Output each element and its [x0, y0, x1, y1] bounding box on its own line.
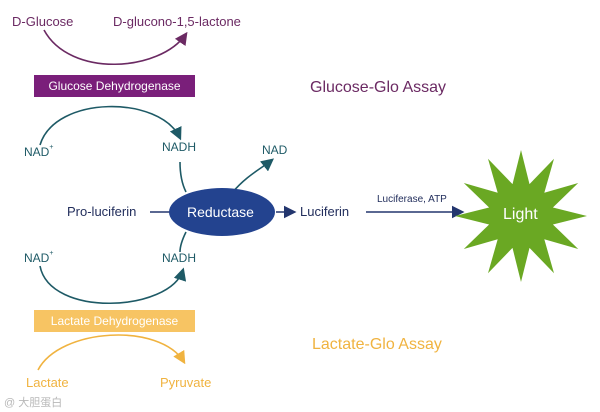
lactate-dehydrogenase-box: Lactate Dehydrogenase [34, 310, 195, 332]
nadh-to-reductase [179, 161, 187, 193]
light-label: Light [503, 206, 538, 223]
pro-luciferin-label: Pro-luciferin [67, 204, 137, 219]
glucose-dehydrogenase-label: Glucose Dehydrogenase [48, 79, 181, 93]
lactate-nad-plus-label: NAD+ [24, 250, 54, 265]
lactate-nadh-label: NADH [162, 251, 197, 265]
glucose-nad-plus-label: NAD+ [24, 144, 54, 159]
luciferase-atp-label: Luciferase, ATP [377, 194, 447, 205]
reductase-label: Reductase [187, 204, 254, 220]
lactate-label: Lactate [26, 375, 69, 390]
reductase-nad-arc [231, 158, 274, 194]
lactate-nad-charge: + [49, 250, 54, 257]
reductase-nad-label: NAD [262, 143, 288, 157]
lactate-nad-arc [39, 265, 187, 304]
glucose-nad-arc [39, 105, 182, 146]
lower-nadh-to-reductase [179, 231, 187, 253]
glucose-nad-charge: + [49, 144, 54, 151]
reductase-node [169, 188, 275, 236]
pyruvate-label: Pyruvate [160, 375, 212, 390]
d-glucose-label: D-Glucose [12, 14, 74, 29]
lactate-nad-text: NAD [24, 251, 50, 265]
watermark: @ 大胆蛋白 [4, 397, 63, 409]
lactate-glo-assay-label: Lactate-Glo Assay [312, 336, 442, 353]
light-starburst [455, 150, 587, 282]
glucose-glo-assay-label: Glucose-Glo Assay [310, 79, 447, 96]
d-glucono-lactone-label: D-glucono-1,5-lactone [113, 14, 241, 29]
lactate-dehydrogenase-label: Lactate Dehydrogenase [50, 314, 179, 328]
glucose-dehydrogenase-box: Glucose Dehydrogenase [34, 75, 195, 97]
glucose-nadh-label: NADH [162, 140, 197, 154]
lactate-arc [37, 334, 186, 371]
luciferin-label: Luciferin [300, 204, 350, 219]
glucose-arc [43, 29, 188, 66]
glucose-nad-text: NAD [24, 145, 50, 159]
